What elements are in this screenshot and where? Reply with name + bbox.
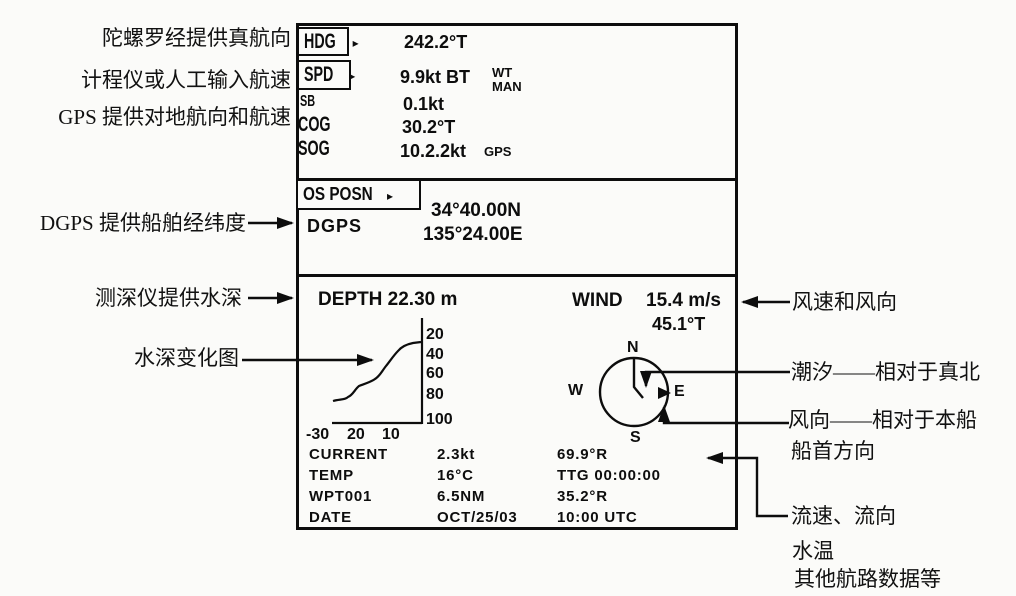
sb-label: SB: [300, 93, 316, 110]
annotation-gps-cog-sog: GPS 提供对地航向和航速: [58, 105, 291, 129]
wind-label: WIND: [572, 290, 623, 311]
depth-xtick-minus30: -30: [306, 426, 330, 443]
depth-ytick-60: 60: [426, 365, 444, 382]
spd-key[interactable]: SPD ▸: [297, 60, 355, 90]
spd-mode-wt: WT: [492, 65, 513, 80]
annotation-dgps-position: DGPS 提供船舶经纬度: [40, 211, 246, 235]
table-row-label: CURRENT: [309, 446, 388, 463]
os-posn-menu-arrow-icon: ▸: [387, 188, 394, 203]
wind-arc-arrowhead-icon: [658, 387, 671, 399]
spd-mode-man: MAN: [492, 79, 522, 94]
depth-xtick-10: 10: [382, 426, 400, 443]
table-row-extra: TTG 00:00:00: [557, 467, 661, 484]
hdg-menu-arrow-icon: ▸: [352, 35, 359, 50]
table-row-value: 6.5NM: [437, 488, 486, 505]
depth-xtick-20: 20: [347, 426, 365, 443]
table-row-label: WPT001: [309, 488, 373, 505]
table-row-value: 2.3kt: [437, 446, 476, 463]
depth-curve: [332, 340, 422, 403]
compass-n-label: N: [627, 339, 639, 356]
annotation-log-speed: 计程仪或人工输入航速: [81, 68, 291, 92]
sog-source-label: GPS: [484, 144, 512, 159]
annotation-tide-true-north: 潮汐——相对于真北: [791, 360, 980, 384]
annotation-sounder-depth: 测深仪提供水深: [95, 286, 242, 310]
table-row-value: 16°C: [437, 467, 474, 484]
annotation-water-temp: 水温: [792, 539, 834, 563]
wind-direction-value: 45.1°T: [652, 314, 706, 334]
annotation-depth-graph: 水深变化图: [134, 346, 239, 370]
annotation-current-speed-direction: 流速、流向: [791, 504, 896, 528]
depth-graph-axes: [332, 318, 424, 425]
os-posn-key[interactable]: OS POSN ▸: [296, 179, 421, 210]
table-row-value: OCT/25/03: [437, 509, 518, 526]
depth-ytick-40: 40: [426, 346, 444, 363]
table-row-extra: 69.9°R: [557, 446, 608, 463]
wind-direction-annotation-connector: [658, 405, 789, 425]
compass-e-label: E: [674, 383, 685, 400]
depth-ytick-100: 100: [426, 411, 453, 428]
current-annotation-connector: [706, 452, 788, 518]
position-source: DGPS: [307, 216, 363, 236]
hdg-value: 242.2°T: [404, 32, 468, 52]
section-divider-1: [296, 178, 738, 181]
table-row-extra: 10:00 UTC: [557, 509, 638, 526]
sog-value: 10.2.2kt: [400, 141, 467, 161]
os-posn-label: OS POSN: [303, 184, 373, 204]
north-reference-line: [632, 359, 644, 399]
cog-label: COG: [298, 113, 331, 136]
annotation-wind-relative-line1: 风向——相对于本船: [788, 408, 977, 432]
annotation-gyro-heading: 陀螺罗经提供真航向: [102, 26, 291, 50]
latitude-value: 34°40.00N: [431, 200, 521, 221]
sog-label: SOG: [298, 137, 330, 160]
hdg-key[interactable]: HDG ▸: [297, 27, 359, 56]
spd-menu-arrow-icon: ▸: [349, 69, 356, 83]
annotation-wind-relative-line2: 船首方向: [791, 439, 875, 463]
longitude-value: 135°24.00E: [423, 224, 523, 245]
compass-w-label: W: [568, 382, 584, 399]
cog-value: 30.2°T: [402, 117, 456, 137]
depth-title: DEPTH 22.30 m: [318, 289, 458, 310]
table-row-label: TEMP: [309, 467, 354, 484]
table-row-label: DATE: [309, 509, 352, 526]
section-divider-2: [296, 274, 738, 277]
compass-s-label: S: [630, 429, 641, 446]
table-row-extra: 35.2°R: [557, 488, 608, 505]
sb-value: 0.1kt: [403, 94, 445, 114]
spd-label: SPD: [304, 63, 334, 86]
depth-ytick-80: 80: [426, 386, 444, 403]
annotation-wind-speed-direction: 风速和风向: [792, 290, 897, 314]
spd-value: 9.9kt BT: [400, 67, 471, 87]
depth-ytick-20: 20: [426, 326, 444, 343]
tide-annotation-connector: [640, 370, 790, 388]
annotation-other-route-data: 其他航路数据等: [794, 567, 941, 591]
wind-speed-value: 15.4 m/s: [646, 290, 721, 311]
hdg-label: HDG: [304, 29, 336, 53]
